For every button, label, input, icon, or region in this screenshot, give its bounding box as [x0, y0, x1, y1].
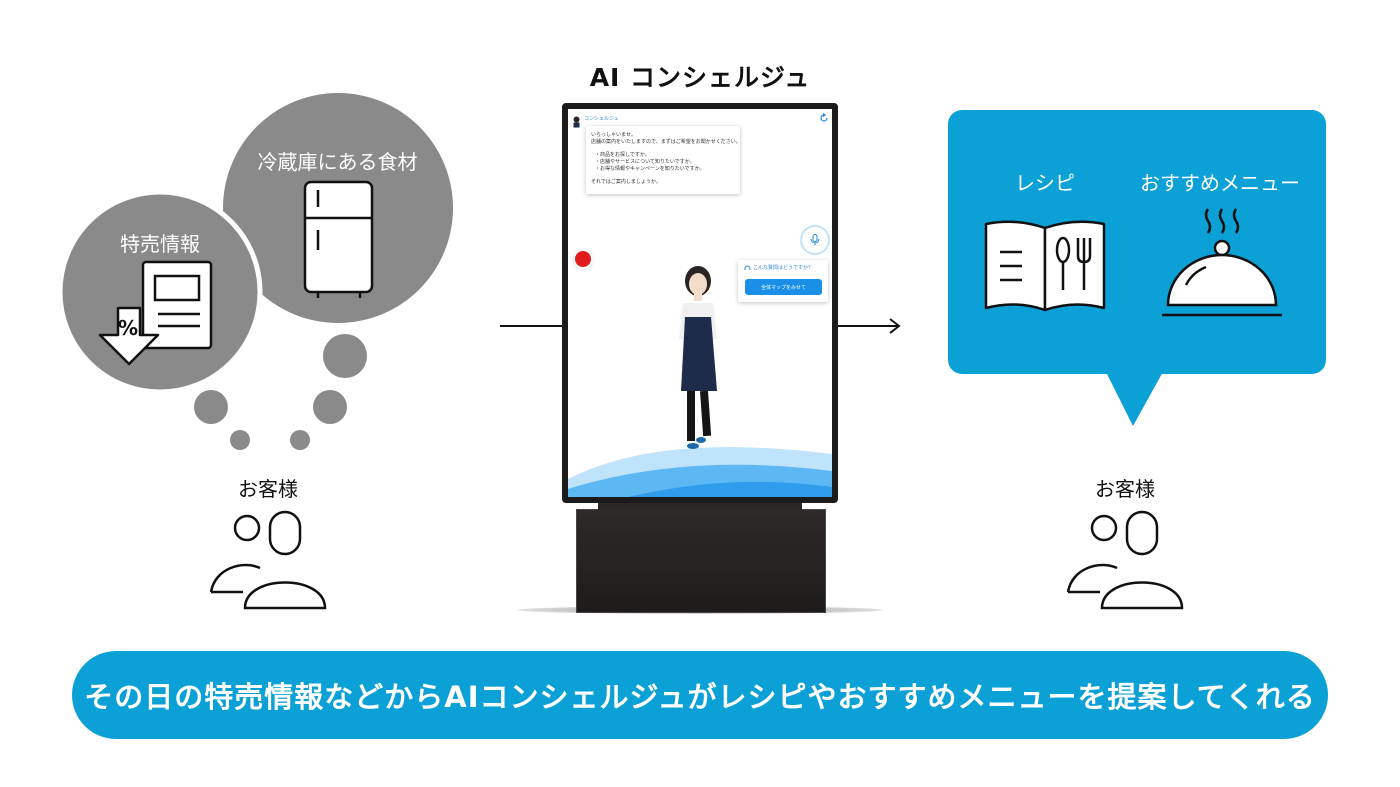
chat-line: 店舗の案内をいたしますので、まずはご希望をお聞かせください。 [591, 139, 741, 145]
thought-dot [194, 390, 228, 424]
refrigerator-icon [303, 180, 374, 298]
arrow-right [838, 318, 901, 334]
left-customer-label: お客様 [238, 477, 298, 501]
show-map-button[interactable]: 全体マップをみせて [745, 279, 822, 295]
customers-icon [209, 510, 327, 610]
right-customer-label: お客様 [1095, 477, 1155, 501]
customers-icon [1066, 510, 1184, 610]
cloche-icon [1162, 208, 1282, 317]
page-title: AI コンシェルジュ [589, 63, 811, 92]
thought-dot [323, 334, 367, 378]
mic-button[interactable] [802, 227, 828, 253]
sale-flyer-icon: % [98, 260, 213, 366]
chat-line: ・商品をお探しですか。 [595, 152, 650, 158]
avatar-character [679, 266, 717, 449]
kiosk-base [576, 509, 826, 613]
recommended-menu-label: おすすめメニュー [1140, 171, 1300, 195]
recipe-label: レシピ [1015, 171, 1075, 195]
thought-dot [313, 390, 347, 424]
chat-line: ・お得な情報やキャンペーンを知りたいですか。 [595, 166, 705, 172]
kiosk-header: コンシェルジュ [584, 116, 619, 122]
suggest-prompt: こんな質問はどうですか？ [753, 265, 814, 271]
assistant-avatar-icon [573, 116, 580, 128]
chat-line: ・店舗やサービスについて知りたいですか。 [595, 159, 695, 165]
record-button[interactable] [575, 251, 591, 267]
summary-banner: その日の特売情報などからAIコンシェルジュがレシピやおすすめメニューを提案してく… [72, 651, 1328, 739]
recipe-book-icon [984, 220, 1106, 312]
kiosk-neck [598, 503, 802, 511]
thought-bubbles: % [57, 93, 453, 450]
chat-line: いらっしゃいませ。 [591, 132, 636, 138]
speech-tail [1105, 370, 1164, 426]
refresh-icon[interactable] [819, 113, 829, 123]
fridge-ingredients-label: 冷蔵庫にある食材 [257, 150, 418, 174]
svg-text:%: % [118, 316, 138, 340]
mic-icon [810, 234, 820, 246]
chat-line: それではご案内しましょうか。 [591, 179, 661, 185]
thought-dot [290, 430, 310, 450]
thought-dot [230, 430, 250, 450]
sale-info-label: 特売情報 [120, 232, 200, 256]
chat-message-card: いらっしゃいませ。 店舗の案内をいたしますので、まずはご希望をお聞かせください。… [586, 126, 741, 194]
connector-left [500, 325, 562, 327]
screen-wave [568, 447, 832, 497]
headset-icon [744, 265, 751, 270]
